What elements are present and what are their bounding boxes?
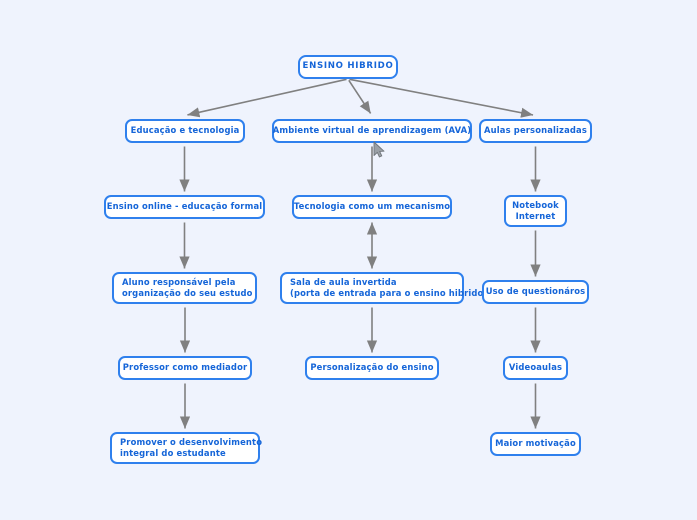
edge-root-to-ambiente-virtual — [348, 79, 372, 114]
node-sala-invertida[interactable]: Sala de aula invertida (porta de entrada… — [280, 272, 487, 304]
node-maior-motivacao[interactable]: Maior motivação — [490, 432, 581, 456]
node-professor-mediador[interactable]: Professor como mediador — [118, 356, 252, 380]
node-personalizacao-ensino[interactable]: Personalização do ensino — [305, 356, 439, 380]
node-videoaulas[interactable]: Videoaulas — [503, 356, 568, 380]
node-aluno-responsavel[interactable]: Aluno responsável pela organização do se… — [112, 272, 257, 304]
node-aulas-personalizadas[interactable]: Aulas personalizadas — [479, 119, 592, 143]
node-uso-questionaros[interactable]: Uso de questionáros — [482, 280, 589, 304]
node-notebook-internet[interactable]: Notebook Internet — [504, 195, 567, 227]
edge-root-to-aulas-personalizadas — [349, 78, 534, 118]
node-promover-desenvolvimento[interactable]: Promover o desenvolvimento integral do e… — [110, 432, 262, 464]
node-tecnologia-mecanismo[interactable]: Tecnologia como um mecanismo — [292, 195, 452, 219]
node-educacao-tecnologia[interactable]: Educação e tecnologia — [125, 119, 245, 143]
edge-root-to-educacao-tecnologia — [187, 78, 347, 118]
node-ensino-online[interactable]: Ensino online - educação formal — [104, 195, 265, 219]
node-ambiente-virtual[interactable]: Ambiente virtual de aprendizagem (AVA) — [272, 119, 472, 143]
node-root[interactable]: ENSINO HIBRIDO — [298, 55, 398, 79]
